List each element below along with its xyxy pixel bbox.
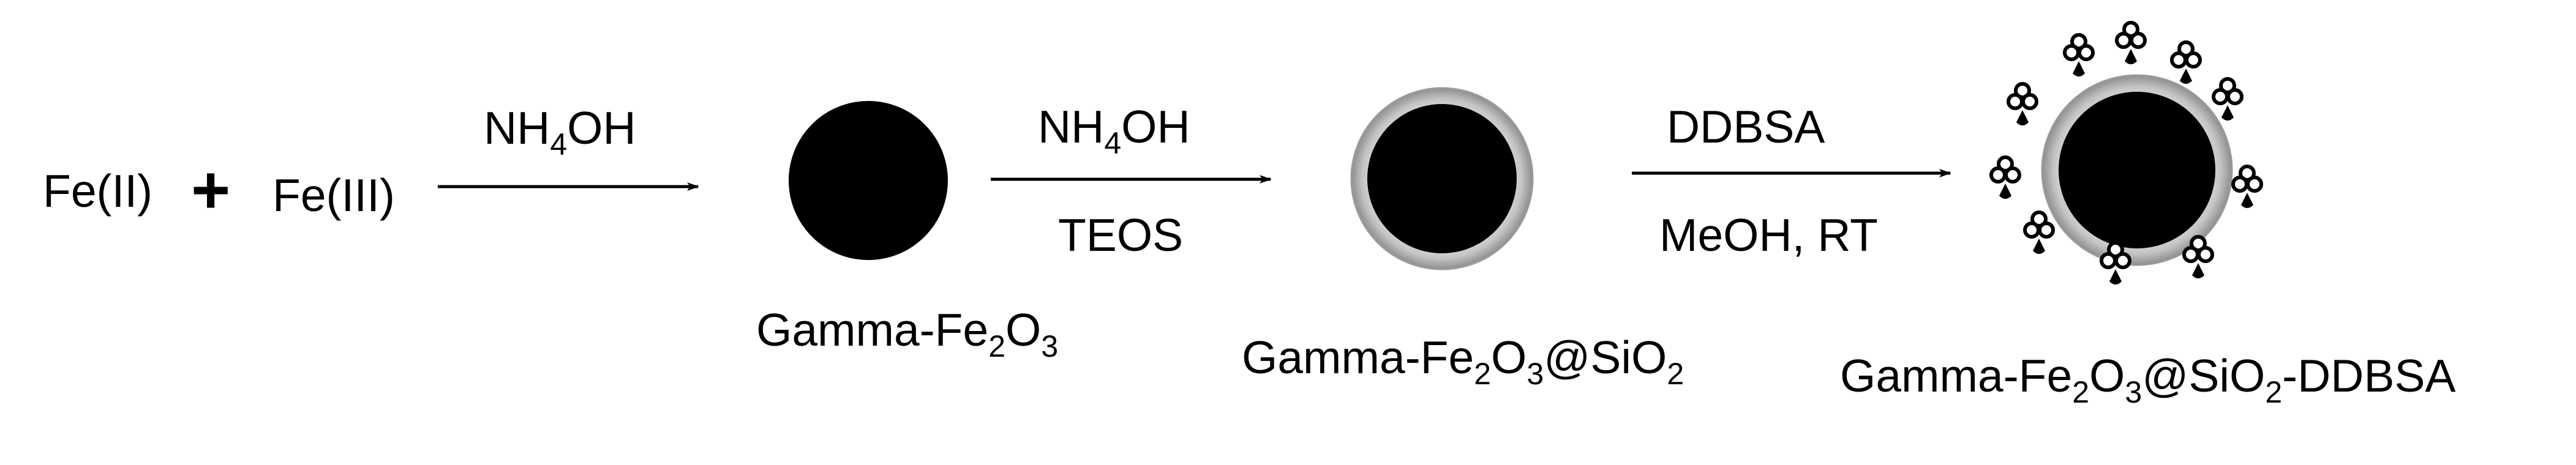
product-3-label-subscript: 3	[2125, 375, 2142, 409]
ddbsa-ligand-icon	[2172, 42, 2200, 84]
nanoparticle-core	[1367, 104, 1517, 253]
ddbsa-ligand-icon	[1991, 157, 2019, 199]
step-1-reagent-subscript: 4	[550, 127, 567, 162]
step-1-reagent-above: NH4OH	[484, 102, 636, 162]
nanoparticle-core	[2059, 92, 2215, 248]
product-3-label-part: O	[2089, 350, 2125, 401]
plus-sign: +	[191, 152, 230, 228]
product-3-label-part: Gamma-Fe	[1840, 350, 2072, 401]
step-1-reagent-main: NH	[484, 102, 550, 154]
ddbsa-ligand-icon	[2214, 79, 2242, 121]
product-3-label-subscript: 2	[2265, 375, 2282, 409]
product-2-label-subscript: 2	[1474, 357, 1491, 391]
product-3-label-subscript: 2	[2072, 375, 2089, 409]
product-2-label-part: O	[1491, 332, 1526, 383]
product-1-label-subscript: 3	[1041, 329, 1058, 363]
product-1-label: Gamma-Fe2O3	[756, 304, 1058, 363]
product-2-label-part: @SiO	[1544, 332, 1667, 383]
reactant-fe-iii: Fe(III)	[272, 169, 395, 221]
ddbsa-ligand-icon	[2117, 23, 2145, 64]
nanoparticle-core	[789, 101, 948, 260]
ddbsa-ligand-icon	[2008, 84, 2037, 125]
step-2-reagent-subscript: 4	[1104, 126, 1121, 160]
product-1-label-part: O	[1005, 304, 1041, 355]
product-2-label: Gamma-Fe2O3@SiO2	[1242, 332, 1684, 391]
product-2-label-subscript: 3	[1526, 357, 1544, 391]
step-2-reagent-above: NH4OH	[1038, 101, 1190, 160]
step-2-reagent-main: NH	[1038, 101, 1104, 152]
product-2-label-subscript: 2	[1667, 357, 1684, 391]
step-2-reagent-below: TEOS	[1058, 209, 1183, 261]
reactant-fe-ii: Fe(II)	[43, 165, 152, 217]
step-3-reagent-below: MeOH, RT	[1659, 209, 1878, 261]
ddbsa-ligand-icon	[2065, 35, 2093, 76]
ddbsa-ligand-icon	[2025, 212, 2053, 254]
ddbsa-ligand-icon	[2233, 166, 2261, 208]
product-3-label-part: -DDBSA	[2282, 350, 2455, 401]
product-3-label-part: @SiO	[2142, 350, 2265, 401]
step-1-reagent-tail: OH	[567, 102, 636, 154]
product-3-label: Gamma-Fe2O3@SiO2-DDBSA	[1840, 350, 2456, 409]
step-2-reagent-tail: OH	[1121, 101, 1190, 152]
product-1-label-part: Gamma-Fe	[756, 304, 988, 355]
product-2-label-part: Gamma-Fe	[1242, 332, 1474, 383]
step-3-reagent-above: DDBSA	[1667, 101, 1825, 152]
product-1-label-subscript: 2	[988, 329, 1005, 363]
